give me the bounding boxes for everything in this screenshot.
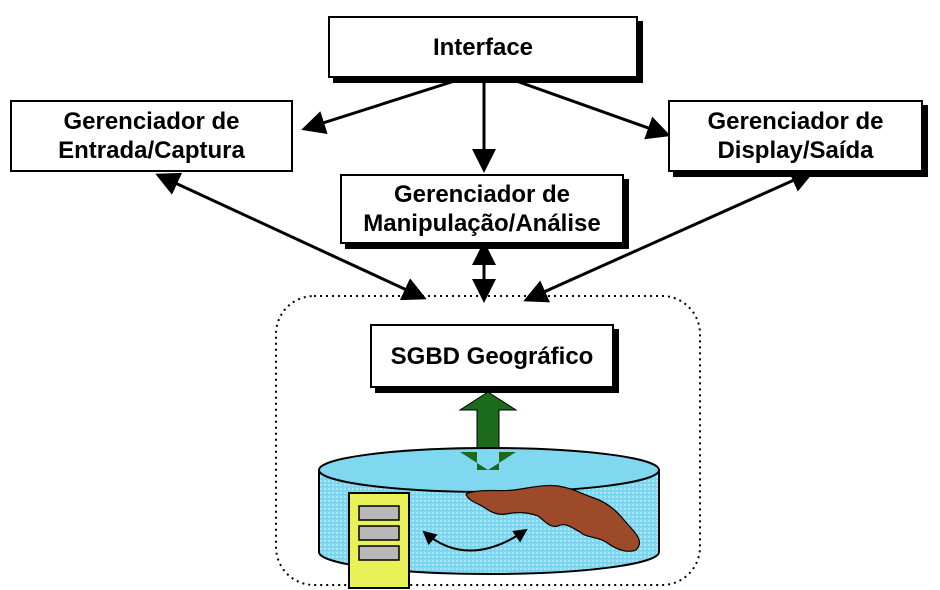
relation-curved-arrow <box>422 528 528 552</box>
sgbd-label: SGBD Geográfico <box>390 342 594 370</box>
manipulacao-line2: Manipulação/Análise <box>363 210 601 237</box>
interface-box: Interface <box>328 16 638 78</box>
arrow-entrada-container <box>155 172 427 301</box>
sgbd-geografico-box: SGBD Geográfico <box>370 324 614 388</box>
interface-label: Interface <box>432 33 534 61</box>
arrow-interface-to-entrada <box>301 76 465 135</box>
display-saida-box: Gerenciador de Display/Saída <box>668 100 923 172</box>
map-region-icon <box>465 484 641 552</box>
display-line1: Gerenciador de <box>707 108 884 135</box>
manipulacao-analise-box: Gerenciador de Manipulação/Análise <box>340 174 624 244</box>
entrada-line2: Entrada/Captura <box>58 137 245 164</box>
entrada-line1: Gerenciador de <box>63 108 240 135</box>
arrow-display-container <box>523 169 815 303</box>
entrada-captura-box: Gerenciador de Entrada/Captura <box>10 100 293 172</box>
arrow-interface-to-display <box>507 76 671 140</box>
display-line2: Display/Saída <box>717 137 874 164</box>
table-records-icon <box>348 492 410 589</box>
manipulacao-line1: Gerenciador de <box>393 181 571 208</box>
